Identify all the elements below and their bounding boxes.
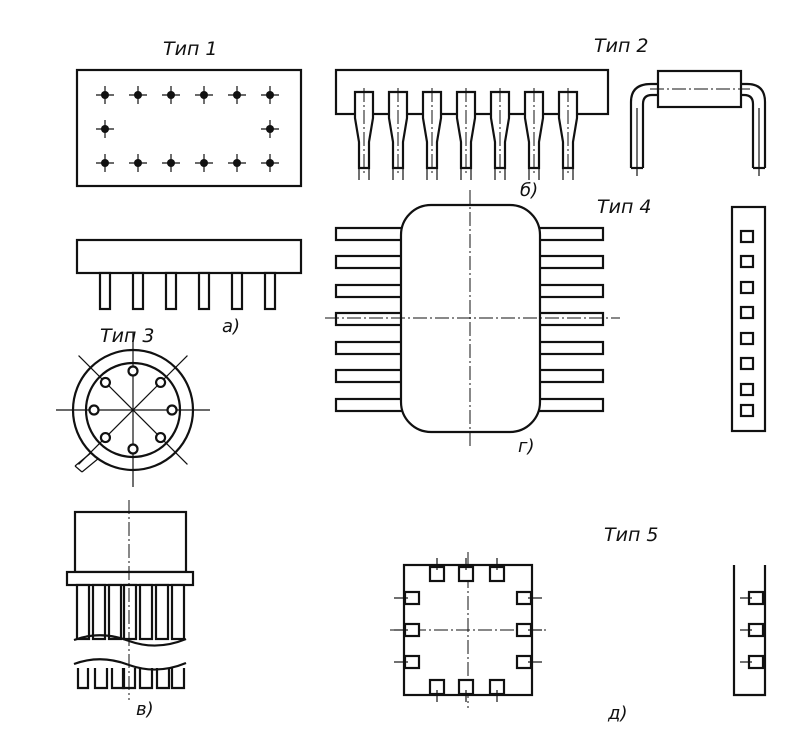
lead [455,88,477,180]
lead [230,271,244,311]
pin-mark [261,154,279,172]
type2-front-view [334,68,610,180]
pin-hole [154,376,167,389]
type-2-label: Тип 2 [594,35,649,57]
pin-hole [127,443,139,455]
lead [421,88,443,180]
type-1-label: Тип 1 [163,38,218,60]
lead [138,583,154,641]
lead [535,397,605,413]
contact-pad [739,382,755,397]
pin-hole [99,431,112,444]
contact-pad [739,356,755,371]
lead [122,583,138,641]
type1-side-view [75,238,303,311]
lead [98,271,112,311]
pin-mark [96,120,114,138]
lead [523,88,545,180]
lead [334,254,406,270]
pin-mark [228,86,246,104]
pin-mark [162,154,180,172]
pin-mark [261,86,279,104]
lead [535,254,605,270]
lead [535,283,605,299]
contact-pad [739,254,755,269]
lead [334,340,406,356]
contact-pad [739,280,755,295]
pin-hole [88,404,100,416]
type-4-label: Тип 4 [597,196,652,218]
lead [263,271,277,311]
lead [91,583,107,641]
lead [387,88,409,180]
view-label-a: а) [222,316,240,337]
pin-mark [96,154,114,172]
lead [154,583,170,641]
lead [197,271,211,311]
type-5-label: Тип 5 [604,524,659,546]
lead [535,311,605,327]
lead [334,311,406,327]
lead [535,340,605,356]
contact-pad [739,403,755,418]
pin-mark [129,86,147,104]
pin-hole [99,376,112,389]
lead [164,271,178,311]
pin-mark [162,86,180,104]
type4-top-view [325,190,620,448]
type2-side-view [629,69,767,176]
lead [334,283,406,299]
type1-top-view [75,68,303,188]
type4-side-view [730,205,767,433]
pin-mark [96,86,114,104]
type5-side-view [732,565,767,697]
pin-hole [166,404,178,416]
pin-hole [154,431,167,444]
lead [170,583,186,641]
type-3-label: Тип 3 [100,325,155,347]
lead [489,88,511,180]
pin-mark [195,86,213,104]
contact-pad [739,305,755,320]
pin-mark [129,154,147,172]
lead [535,226,605,242]
type3-top-view [56,333,210,487]
type5-top-view [390,552,546,708]
lead [557,88,579,180]
lead [107,583,123,641]
lead-end [155,668,171,690]
view-label-d: д) [607,703,627,724]
lead [353,88,375,180]
lead-end [76,668,90,690]
lead [131,271,145,311]
lead [75,583,91,641]
pin-mark [261,120,279,138]
lead [535,368,605,384]
center-line [78,355,188,465]
lead [334,368,406,384]
view-label-b: б) [520,180,538,201]
lead-end [170,668,186,690]
lead [334,226,406,242]
lead [334,397,406,413]
view-label-v: в) [136,699,154,720]
lead-end [138,668,154,690]
pin-mark [195,154,213,172]
view-label-g: г) [518,436,534,457]
type3-side-view [65,500,195,700]
lead-end [93,668,109,690]
contact-pad [739,229,755,244]
contact-pad [739,331,755,346]
pin-mark [228,154,246,172]
pin-hole [127,365,139,377]
